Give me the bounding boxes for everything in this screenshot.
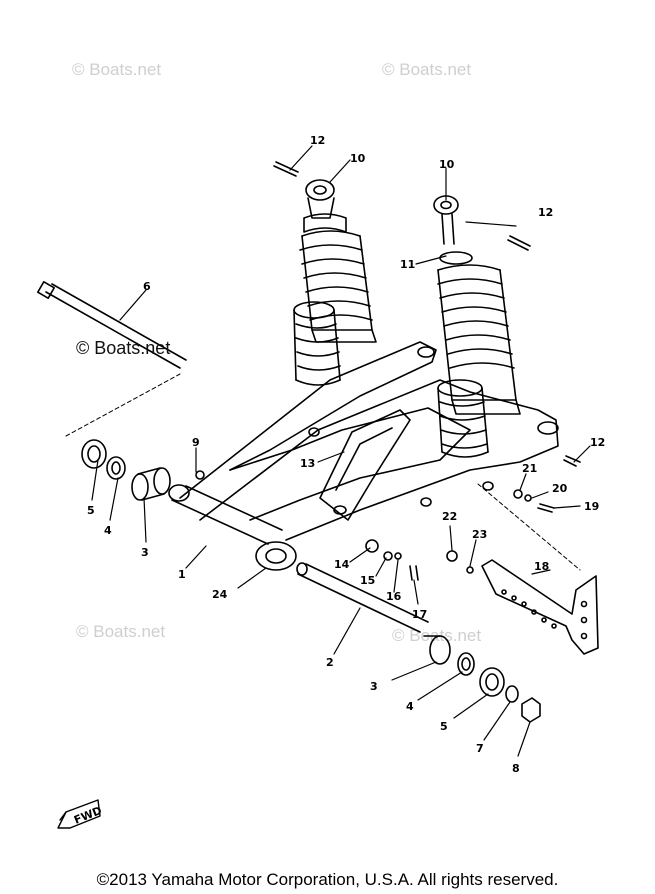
callout: 2 [326, 656, 334, 669]
chain-guard [481, 559, 599, 655]
watermark: © Boats.net [76, 622, 166, 641]
callout: 22 [442, 510, 457, 523]
callout: 4 [406, 700, 414, 713]
bolt-left [273, 161, 299, 177]
leader-lines [91, 145, 591, 757]
callout: 17 [412, 608, 427, 621]
callout: 19 [584, 500, 599, 513]
callout: 12 [590, 436, 605, 449]
callout: 18 [534, 560, 549, 573]
callout: 15 [360, 574, 375, 587]
bolt-right [507, 235, 531, 251]
long-axle [37, 281, 187, 369]
callout: 10 [439, 158, 455, 171]
left-hardware [81, 439, 205, 501]
callout: 24 [212, 588, 228, 601]
callout: 12 [538, 206, 553, 219]
right-hardware [365, 455, 581, 581]
callout: 9 [192, 436, 200, 449]
swing-arm [168, 341, 559, 571]
fwd-arrow-icon [57, 799, 101, 829]
callout: 5 [440, 720, 448, 733]
callout-numbers: 12 10 10 12 11 6 9 13 12 21 20 19 5 4 3 … [87, 134, 605, 775]
callout: 10 [350, 152, 366, 165]
left-shock-absorber [293, 179, 377, 386]
callout: 8 [512, 762, 520, 775]
callout: 13 [300, 457, 315, 470]
callout: 3 [141, 546, 149, 559]
callout: 3 [370, 680, 378, 693]
callout: 14 [334, 558, 350, 571]
callout: 23 [472, 528, 487, 541]
callout: 11 [400, 258, 415, 271]
watermark: © Boats.net [76, 338, 171, 358]
callout: 21 [522, 462, 537, 475]
callout: 4 [104, 524, 112, 537]
callout: 12 [310, 134, 325, 147]
callout: 6 [143, 280, 151, 293]
callout: 16 [386, 590, 402, 603]
callout: 7 [476, 742, 484, 755]
copyright-notice: ©2013 Yamaha Motor Corporation, U.S.A. A… [96, 870, 559, 889]
callout: 5 [87, 504, 95, 517]
pivot-shaft [296, 562, 541, 723]
callout: 1 [178, 568, 186, 581]
watermark: © Boats.net [382, 60, 472, 79]
callout: 20 [552, 482, 568, 495]
watermark: © Boats.net [72, 60, 162, 79]
